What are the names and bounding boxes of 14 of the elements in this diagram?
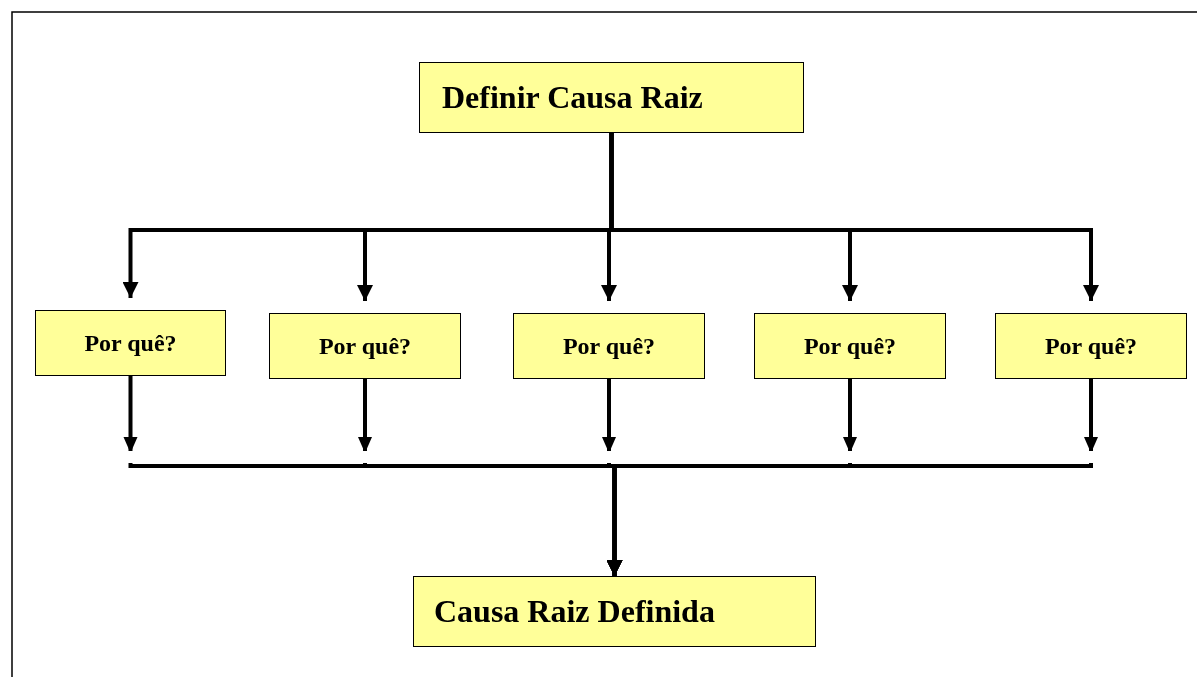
box-label: Por quê? — [562, 332, 656, 360]
process-box — [513, 313, 705, 379]
process-box — [419, 62, 804, 133]
process-box — [269, 313, 461, 379]
process-box — [754, 313, 946, 379]
box-label: Definir Causa Raiz — [442, 79, 703, 116]
process-box — [35, 310, 226, 376]
box-label: Por quê? — [1044, 332, 1138, 360]
box-label: Causa Raiz Definida — [434, 593, 715, 630]
process-box — [413, 576, 816, 647]
process-box — [995, 313, 1187, 379]
box-label: Por quê? — [84, 329, 177, 357]
box-label: Por quê? — [318, 332, 412, 360]
box-label: Por quê? — [803, 332, 897, 360]
